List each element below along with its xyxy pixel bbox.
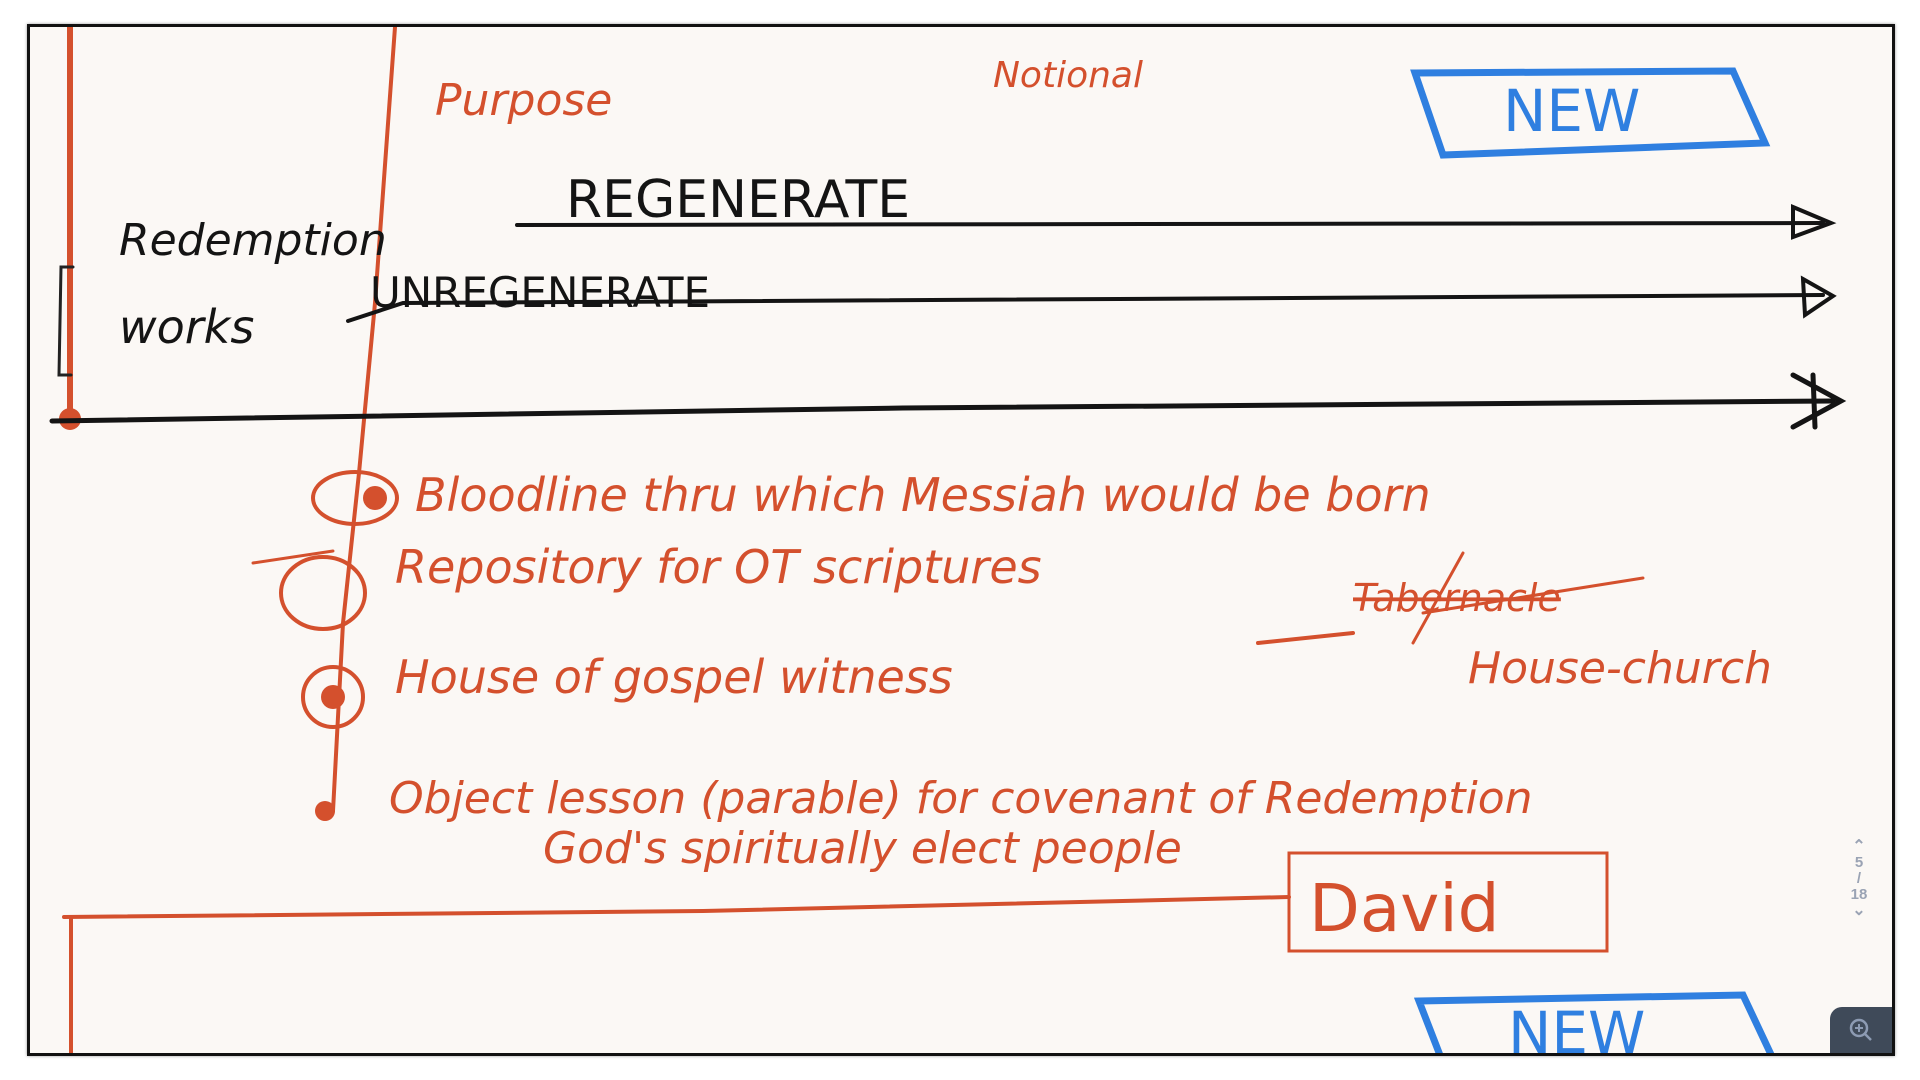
david-label: David <box>1309 870 1500 947</box>
david-box <box>1287 851 1609 953</box>
bracket <box>57 265 75 377</box>
slide-canvas: Purpose Notional NEW NEW REGENERATE Rede… <box>27 24 1895 1056</box>
new-box-bottom <box>1413 991 1775 1053</box>
zoom-in-icon <box>1849 1018 1872 1041</box>
zoom-button[interactable] <box>1830 1007 1892 1053</box>
works-label: works <box>119 300 254 354</box>
purpose-item-3: House of gospel witness <box>395 650 953 704</box>
redemption-label: Redemption <box>119 215 387 266</box>
new-label-top: NEW <box>1503 77 1640 145</box>
purpose-item-2: Repository for OT scriptures <box>395 540 1042 594</box>
purpose-item-4: Object lesson (parable) for covenant of … <box>389 773 1533 824</box>
current-page: 5 <box>1854 854 1864 871</box>
new-box-top <box>1410 67 1771 159</box>
regenerate-arrow <box>515 221 1825 227</box>
main-timeline-arrow <box>49 398 1836 424</box>
purpose-item-4-line2: God's spiritually elect people <box>543 823 1182 874</box>
purpose-item-1: Bloodline thru which Messiah would be bo… <box>415 468 1431 522</box>
page-separator: / <box>1856 870 1862 887</box>
previous-page-chevron-up-icon[interactable]: ⌃ <box>1852 838 1866 855</box>
page-indicator: ⌃ 5 / 18 ⌄ <box>1844 839 1874 919</box>
handwritten-notes: Purpose Notional NEW NEW REGENERATE Rede… <box>49 27 1847 1053</box>
purpose-label: Purpose <box>435 75 612 126</box>
tabernacle-struck: Tabernacle <box>1353 576 1561 620</box>
regenerate-label: REGENERATE <box>566 170 910 230</box>
notional-label: Notional <box>993 55 1143 96</box>
unregenerate-label: UNREGENERATE <box>370 268 710 317</box>
next-page-chevron-down-icon[interactable]: ⌄ <box>1852 902 1866 919</box>
total-pages: 18 <box>1850 886 1868 903</box>
new-label-bottom: NEW <box>1508 999 1645 1053</box>
house-church-label: House-church <box>1468 643 1772 694</box>
unregenerate-arrow <box>346 293 1825 323</box>
